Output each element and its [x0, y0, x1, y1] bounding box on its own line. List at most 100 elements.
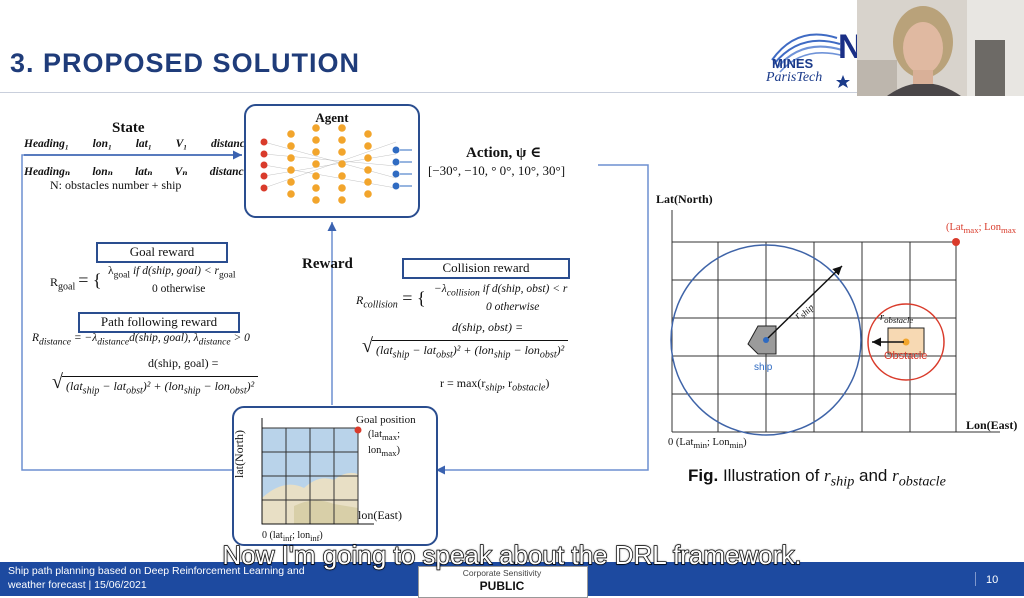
- goal-position-marker: [354, 426, 362, 434]
- action-values: [−30°, −10, ° 0°, 10°, 30°]: [428, 163, 566, 178]
- agent-label: Agent: [315, 110, 349, 125]
- figure-max-corner: (Latmax; Lonmax: [946, 222, 1024, 235]
- caption-sub: obstacle: [898, 473, 946, 490]
- max-corner-marker: [952, 238, 960, 246]
- figure-ylabel: Lat(North): [656, 192, 713, 206]
- formula-sub: obst: [539, 349, 557, 361]
- neural-network-icon: [260, 124, 412, 204]
- goal-coord-lat: (latmax;: [368, 428, 400, 444]
- map-xlabel: lon(East): [358, 508, 402, 522]
- title-divider: [0, 92, 860, 93]
- state-var: lat₁: [135, 138, 152, 150]
- obstacle-label: Obstacle: [884, 350, 928, 362]
- state-var: Heading₁: [24, 138, 69, 150]
- figure-caption: Fig. Illustration of rship and robstacle: [688, 466, 946, 490]
- footer-line: weather forecast | 15/06/2021: [8, 579, 147, 591]
- formula-text: ): [743, 437, 747, 448]
- goal-position-label: Goal position: [356, 414, 416, 426]
- formula-text: R: [50, 275, 59, 289]
- formula-sub: obst: [126, 385, 143, 397]
- formula-text: − lat: [99, 379, 127, 393]
- action-label: Action, ψ ∈: [466, 145, 542, 161]
- mines-logo-icon: [771, 33, 850, 88]
- collision-r-line: r = max(rship, robstacle): [440, 376, 549, 393]
- goal-reward-formula: Rgoal = {: [50, 270, 102, 293]
- state-var: Vₙ: [174, 166, 188, 178]
- formula-text: ; lon: [292, 530, 311, 541]
- formula-sub: goal: [58, 281, 76, 293]
- collision-reward-cases: −λcollision if d(ship, obst) < r 0 other…: [434, 282, 567, 315]
- path-sqrt: √ (latship − latobst)² + (lonship − lono…: [52, 371, 259, 398]
- formula-sub: collision: [446, 287, 480, 299]
- state-var: distanceₙ: [209, 166, 254, 178]
- formula-text: − lon: [200, 379, 230, 393]
- state-var: Headingₙ: [24, 166, 71, 178]
- formula-sub: inf: [310, 534, 320, 543]
- collision-case-2: 0 otherwise: [486, 301, 540, 314]
- formula-sub: obst: [436, 349, 453, 361]
- formula-sub: ship: [493, 349, 511, 361]
- formula-text: , r: [502, 376, 513, 390]
- formula-sub: obstacle: [512, 382, 546, 394]
- formula-sub: collision: [363, 299, 398, 311]
- map-grid-image: [261, 418, 374, 525]
- formula-text: (Lat: [946, 222, 964, 233]
- formula-sub: min: [693, 440, 707, 451]
- state-row-1: Heading₁ lon₁ lat₁ V₁ distance₁: [24, 138, 254, 150]
- ship-radius-circle: [670, 244, 862, 436]
- reward-label: Reward: [302, 256, 353, 272]
- formula-text: R: [356, 293, 364, 307]
- collision-case-1: −λcollision if d(ship, obst) < r: [434, 282, 567, 300]
- state-var: distance₁: [210, 138, 254, 150]
- formula-sub: distance: [97, 336, 130, 348]
- goal-case-2: 0 otherwise: [152, 283, 206, 296]
- formula-text: r = max(r: [440, 376, 486, 390]
- formula-text: if d(ship, goal) < r: [130, 265, 219, 277]
- caption-text: and: [854, 466, 893, 485]
- formula-sub: ship: [82, 385, 100, 397]
- video-subtitle: Now I'm going to speak about the DRL fra…: [222, 539, 803, 570]
- formula-text: ): [396, 445, 401, 457]
- formula-text: 0 (lat: [262, 530, 283, 541]
- goal-reward-cases: λgoal if d(ship, goal) < rgoal 0 otherwi…: [108, 264, 235, 297]
- formula-sub: obst: [229, 385, 247, 397]
- formula-text: if d(ship, obst) < r: [479, 283, 568, 295]
- formula-text: d(ship, goal), λ: [129, 332, 199, 344]
- formula-sub: max: [381, 448, 397, 459]
- formula-text: ; Lon: [707, 437, 730, 448]
- formula-text: )² + (lon: [142, 379, 184, 393]
- formula-text: = −λ: [70, 332, 98, 344]
- state-var: V₁: [175, 138, 188, 150]
- formula-text: − lat: [409, 343, 437, 357]
- sensitivity-label: Corporate Sensitivity: [462, 568, 542, 578]
- formula-sub: max: [382, 432, 398, 443]
- state-var: lon₁: [92, 138, 112, 150]
- figure-origin: 0 (Latmin; Lonmin): [668, 437, 747, 450]
- obstacle-radius-circle: [867, 303, 945, 381]
- formula-text: ): [545, 376, 550, 390]
- formula-text: −λ: [434, 283, 447, 295]
- formula-text: )²: [556, 343, 565, 357]
- caption-sub: ship: [830, 473, 855, 490]
- page-number: 10: [986, 574, 999, 586]
- caption-bold: Fig.: [688, 466, 719, 485]
- goal-reward-label: Goal reward: [96, 242, 228, 263]
- formula-text: )² + (lon: [452, 343, 494, 357]
- ship-icon: [747, 325, 777, 355]
- collision-reward-label: Collision reward: [402, 258, 570, 279]
- formula-text: (lat: [376, 343, 393, 357]
- formula-sub: max: [1001, 225, 1017, 236]
- state-row-2: Headingₙ lonₙ latₙ Vₙ distanceₙ: [24, 164, 254, 178]
- map-ylabel: lat(North): [232, 430, 246, 478]
- caption-text: Illustration of: [718, 466, 825, 485]
- formula-text: (lat: [368, 429, 382, 440]
- slide-title: 3. PROPOSED SOLUTION: [10, 48, 361, 78]
- formula-sub: ship: [485, 382, 503, 394]
- logo-paristech: ParisTech: [766, 70, 823, 85]
- formula-text: − lon: [510, 343, 540, 357]
- formula-sub: ship: [183, 385, 201, 397]
- formula-text: ): [319, 530, 323, 541]
- formula-text: r: [880, 312, 885, 323]
- formula-sub: distance: [39, 336, 71, 348]
- rship-robstacle-figure: [670, 210, 1000, 436]
